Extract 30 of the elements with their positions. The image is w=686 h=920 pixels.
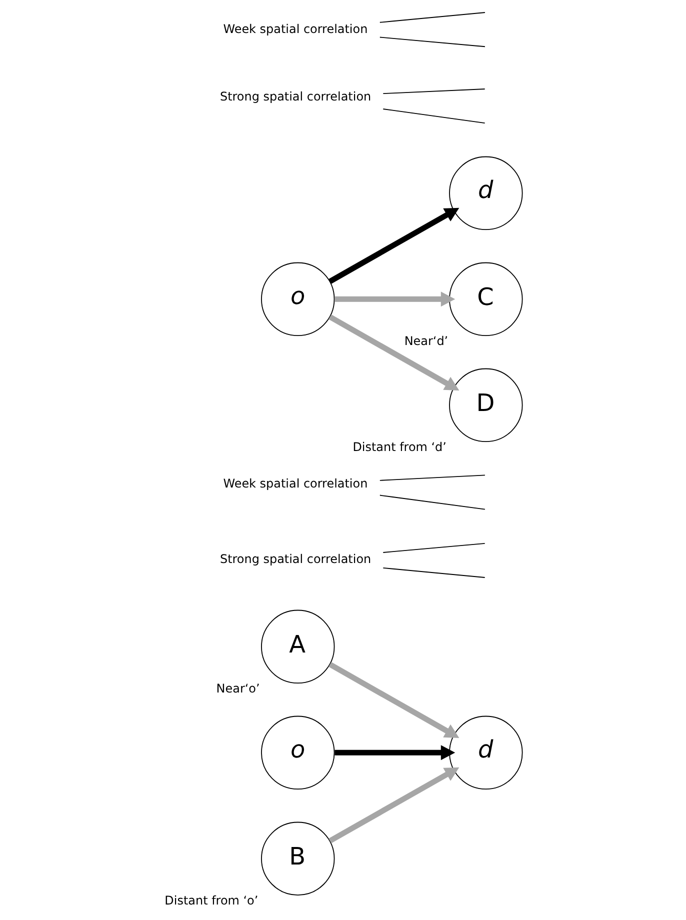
node-circle: C: [448, 262, 522, 336]
arrow: [328, 767, 459, 844]
node-circle: A: [260, 610, 334, 684]
connector: [382, 108, 485, 124]
node-circle: o: [260, 716, 334, 790]
node-label: Distant from ‘o’: [164, 894, 258, 908]
arrow: [328, 314, 459, 390]
arrow: [328, 208, 459, 284]
arrow: [334, 745, 455, 760]
connector: [378, 474, 485, 481]
connector: [378, 36, 485, 48]
node-circle: d: [448, 716, 522, 790]
connector: [378, 494, 485, 510]
node-circle: o: [260, 262, 334, 336]
node-label: Distant from ‘d’: [352, 440, 446, 454]
node-text: Week spatial correlation: [222, 22, 368, 36]
connector: [378, 12, 485, 23]
node-text: Strong spatial correlation: [219, 89, 371, 104]
connector: [382, 88, 485, 94]
node-text: Strong spatial correlation: [219, 552, 371, 566]
node-text: Week spatial correlation: [222, 476, 368, 491]
node-circle: B: [260, 822, 334, 896]
node-label: Near‘d’: [404, 334, 448, 348]
node-circle: d: [448, 156, 522, 230]
node-circle: D: [448, 368, 522, 442]
arrow: [328, 662, 459, 738]
node-label: Near‘o’: [216, 682, 260, 696]
connector: [382, 567, 485, 578]
connector: [382, 542, 485, 553]
arrow: [334, 292, 455, 307]
